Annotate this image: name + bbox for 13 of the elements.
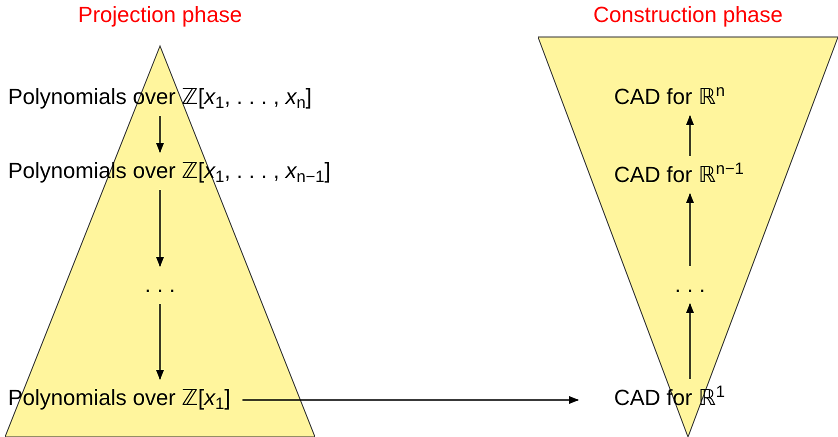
ellipsis-text: . . .	[144, 270, 176, 300]
arrow	[686, 303, 694, 379]
phase-title: Projection phase	[77, 4, 243, 26]
step-label: CAD for ℝ$^{n−1}$	[614, 160, 744, 190]
step-label: CAD for ℝ$^{n}$	[614, 82, 725, 112]
arrow	[686, 115, 694, 156]
arrow	[242, 396, 579, 404]
phase-title: Construction phase	[592, 4, 784, 26]
arrow	[156, 190, 164, 267]
arrow	[686, 193, 694, 266]
arrow	[156, 304, 164, 380]
ellipsis-text: . . .	[674, 270, 706, 300]
arrow	[156, 116, 164, 153]
